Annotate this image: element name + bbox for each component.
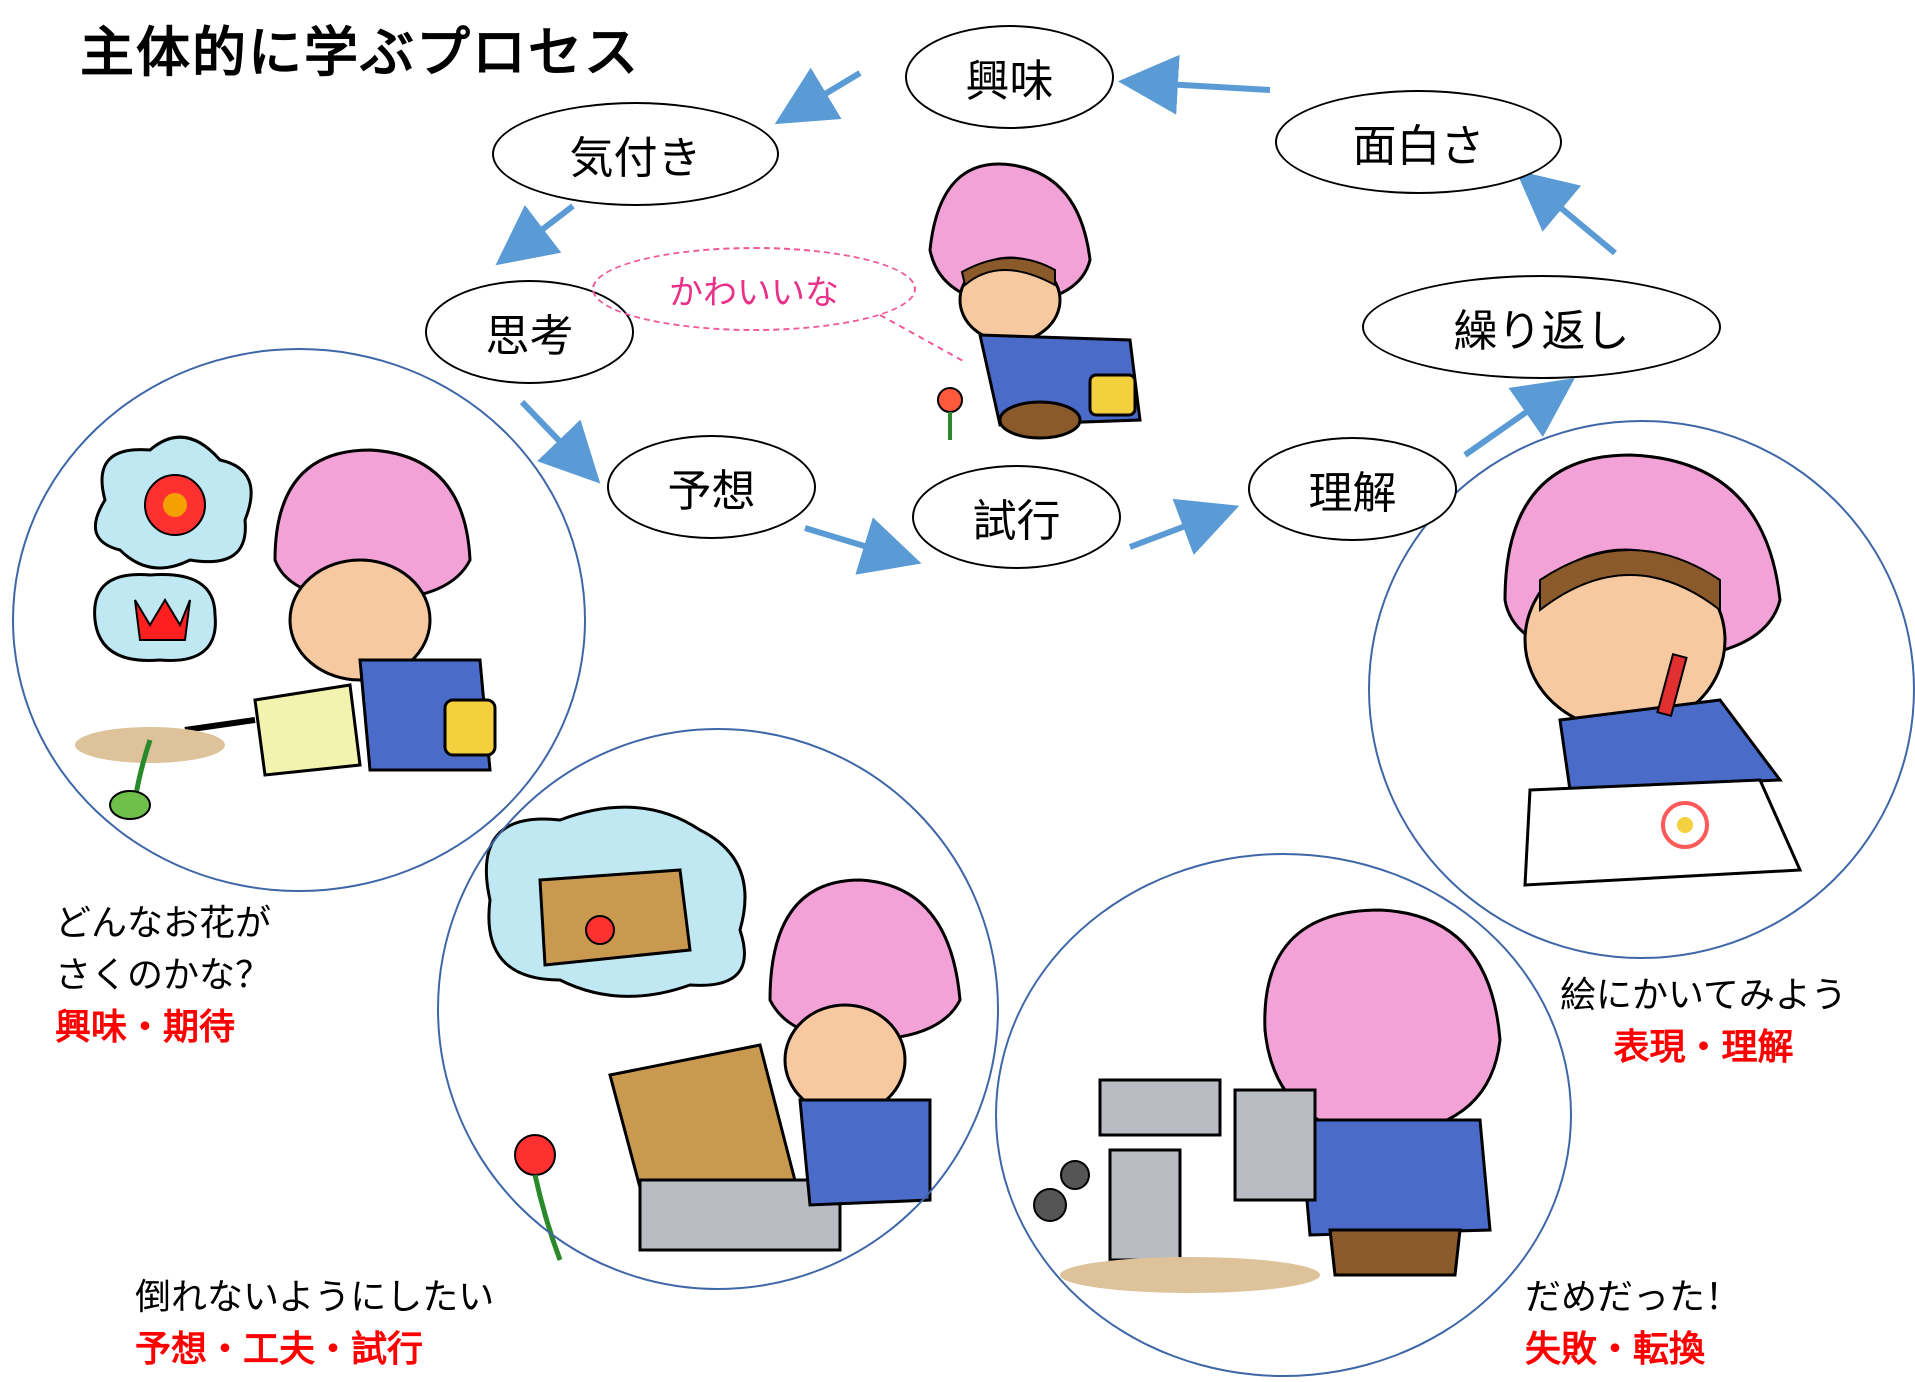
node-thinking: 思考 [425,280,634,384]
caption-box-keywords: 予想・工夫・試行 [135,1329,424,1370]
drawing-scene-circle [1368,420,1915,959]
node-interest: 興味 [905,25,1114,129]
arrow-awareness-to-thinking [495,203,575,266]
caption-watering-line2: さくのかな？ [55,955,272,996]
caption-box: 倒れないようにしたい 予想・工夫・試行 [135,1272,494,1376]
caption-drawing-line1: 絵にかいてみよう [1560,975,1847,1016]
node-repetition: 繰り返し [1362,275,1721,379]
arrow-trial-to-understanding [1128,498,1240,556]
blocks-scene-circle [995,853,1572,1377]
node-prediction: 予想 [607,435,816,539]
cycle-arrows [495,54,1617,575]
watering-scene-circle [12,348,586,892]
box-scene-circle [437,728,999,1290]
node-awareness: 気付き [492,102,779,206]
speech-bubble: かわいいな [592,247,916,331]
arrow-repetition-to-fun [1515,170,1617,256]
caption-blocks-line1: だめだった！ [1525,1277,1742,1318]
node-understanding: 理解 [1248,437,1457,541]
arrow-understanding-to-repetition [1463,378,1575,458]
caption-drawing: 絵にかいてみよう 表現・理解 [1560,970,1847,1074]
node-fun: 面白さ [1275,90,1562,194]
center-child-illustration [928,162,1142,440]
caption-drawing-keywords: 表現・理解 [1613,1027,1794,1068]
caption-blocks: だめだった！ 失敗・転換 [1525,1272,1741,1376]
node-trial: 試行 [912,465,1121,569]
arrow-fun-to-interest [1118,54,1271,115]
caption-watering-keywords: 興味・期待 [55,1007,236,1048]
caption-blocks-keywords: 失敗・転換 [1525,1329,1706,1370]
page-title: 主体的に学ぶプロセス [80,21,640,84]
caption-watering-line1: どんなお花が [55,903,272,944]
caption-watering: どんなお花が さくのかな？ 興味・期待 [55,898,271,1054]
caption-box-line1: 倒れないようにしたい [135,1277,495,1318]
arrow-thinking-to-prediction [519,399,601,484]
arrow-interest-to-awareness [774,67,862,125]
arrow-prediction-to-trial [804,517,922,575]
